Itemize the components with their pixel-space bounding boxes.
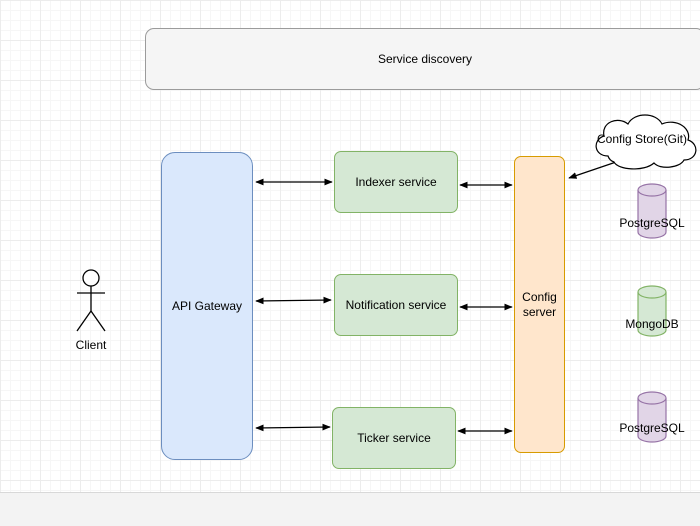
config-store-cloud-icon[interactable] <box>595 114 697 170</box>
service-discovery-label: Service discovery <box>377 51 473 66</box>
mongodb-label: MongoDB <box>625 317 679 331</box>
postgresql-cylinder-icon[interactable] <box>637 183 667 239</box>
gateway-ticker-arrow[interactable] <box>255 423 331 432</box>
config-server-label: Config server <box>522 289 557 319</box>
postgresql-label: PostgreSQL <box>619 216 685 230</box>
config-store-label: Config Store(Git) <box>596 132 688 146</box>
bottom-toolbar <box>0 492 700 526</box>
indexer-service-box[interactable]: Indexer service <box>334 151 458 213</box>
api-gateway-label: API Gateway <box>171 298 243 313</box>
postgresql-cylinder-icon[interactable] <box>637 391 667 443</box>
api-gateway-box[interactable]: API Gateway <box>161 152 253 460</box>
client-label: Client <box>75 338 107 352</box>
mongodb-cylinder-icon[interactable] <box>637 285 667 337</box>
notification-service-label: Notification service <box>345 297 447 312</box>
service-discovery-box[interactable]: Service discovery <box>145 28 700 90</box>
client-actor-icon[interactable] <box>76 269 106 332</box>
config-server-box[interactable]: Config server <box>514 156 565 453</box>
postgresql-label: PostgreSQL <box>619 421 685 435</box>
ticker-service-box[interactable]: Ticker service <box>332 407 456 469</box>
indexer-service-label: Indexer service <box>355 174 437 189</box>
gateway-notification-arrow[interactable] <box>255 296 332 305</box>
config-store-arrow[interactable] <box>568 159 623 179</box>
diagram-shapes <box>76 114 697 443</box>
notification-service-box[interactable]: Notification service <box>334 274 458 336</box>
ticker-service-label: Ticker service <box>357 430 431 445</box>
